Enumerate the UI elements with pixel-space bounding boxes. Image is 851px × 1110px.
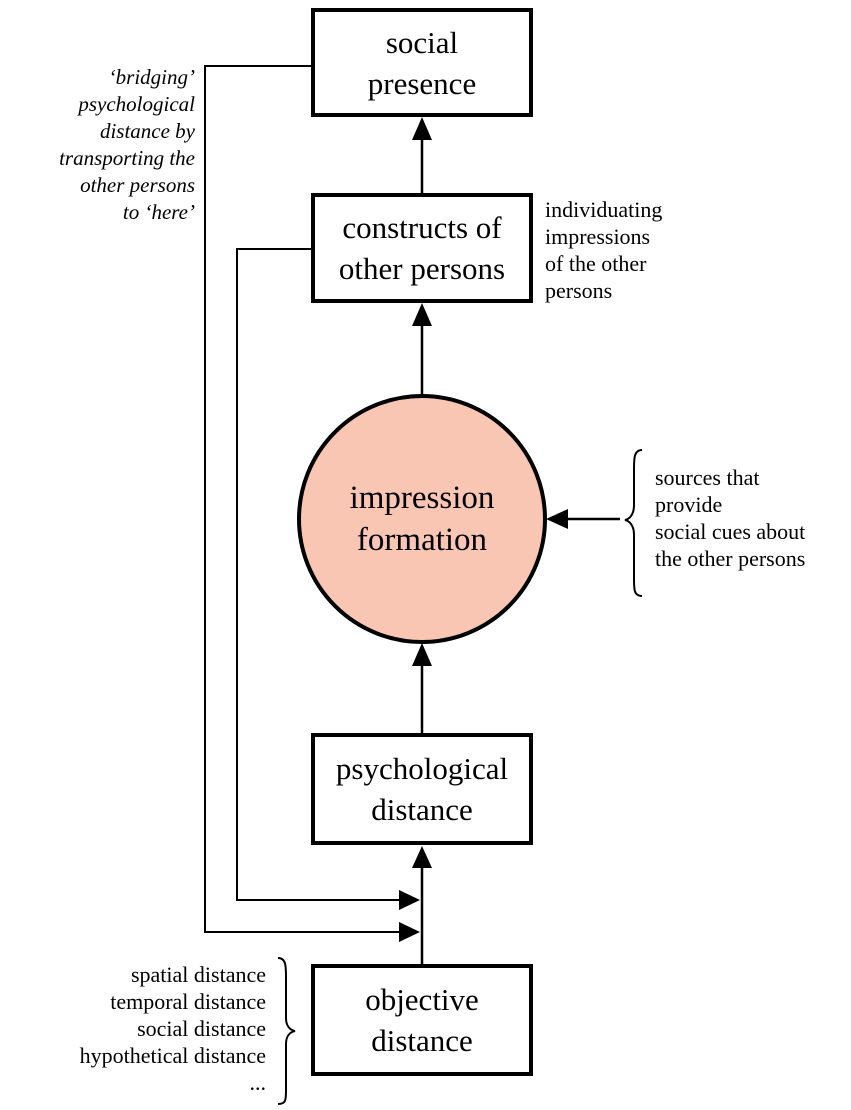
note-sources: sources that provide social cues about t… (655, 464, 805, 572)
node-impression-line-1: impression (349, 480, 495, 516)
feedback-lines (204, 65, 420, 942)
note-bridging-line-1: ‘bridging’ (108, 65, 195, 89)
note-distance-social: social distance (137, 1016, 266, 1041)
node-construals-line-2: other persons (338, 251, 506, 286)
node-objective-line-1: objective (365, 982, 479, 1017)
note-individuating-line-4: persons (545, 278, 613, 303)
note-distance-spatial: spatial distance (130, 962, 266, 987)
arrowhead-sources (546, 509, 568, 529)
feedback-construals (236, 248, 402, 901)
arrowhead-social-presence (412, 117, 432, 140)
node-objective-line-2: distance (371, 1023, 473, 1058)
arrowhead-feedback-construals (399, 890, 420, 910)
note-distance-types: spatial distance temporal distance socia… (80, 961, 266, 1096)
note-individuating-line-2: impressions (545, 224, 651, 249)
note-individuating-line-3: of the other (545, 251, 647, 276)
note-sources-line-2: provide (655, 492, 723, 517)
node-psychological-line-2: distance (371, 792, 473, 827)
flow-arrows (412, 117, 432, 964)
note-bridging-line-6: to ‘here’ (122, 200, 195, 224)
node-psychological-distance: psychological distance (311, 733, 533, 845)
node-impression-line-2: formation (356, 522, 488, 558)
note-sources-line-4: the other persons (655, 546, 806, 571)
arrowhead-psychological (412, 846, 432, 868)
node-social-presence-line-1: social (385, 24, 459, 60)
note-distance-temporal: temporal distance (110, 989, 266, 1014)
node-social-presence-line-2: presence (367, 65, 477, 101)
note-bridging-line-3: distance by (99, 119, 195, 143)
node-social-presence: social presence (311, 8, 533, 117)
arrowhead-feedback-social (399, 922, 420, 942)
arrowhead-construals (412, 303, 432, 326)
note-bridging-line-2: psychological (78, 92, 195, 116)
node-impression-formation: impression formation (297, 394, 547, 644)
note-individuating-line-1: individuating (545, 197, 663, 222)
node-construals-line-1: constructs of (342, 210, 502, 245)
note-bridging: ‘bridging’ psychological distance by tra… (59, 64, 195, 226)
brace-distances (277, 957, 296, 1105)
node-objective-distance: objective distance (311, 964, 533, 1076)
brace-sources (624, 449, 643, 597)
node-psychological-line-1: psychological (335, 751, 509, 786)
feedback-social-presence (204, 65, 402, 933)
note-distance-ellipsis: ... (249, 1070, 267, 1095)
note-sources-line-1: sources that (655, 465, 760, 490)
note-bridging-line-4: transporting the (59, 146, 195, 170)
note-individuating: individuating impressions of the other p… (545, 196, 662, 304)
note-sources-line-3: social cues about (655, 519, 806, 544)
note-bridging-line-5: other persons (80, 173, 195, 197)
node-construals: constructs of other persons (311, 193, 533, 303)
arrowhead-impression-bottom (412, 643, 432, 666)
note-distance-hypothetical: hypothetical distance (79, 1043, 266, 1068)
